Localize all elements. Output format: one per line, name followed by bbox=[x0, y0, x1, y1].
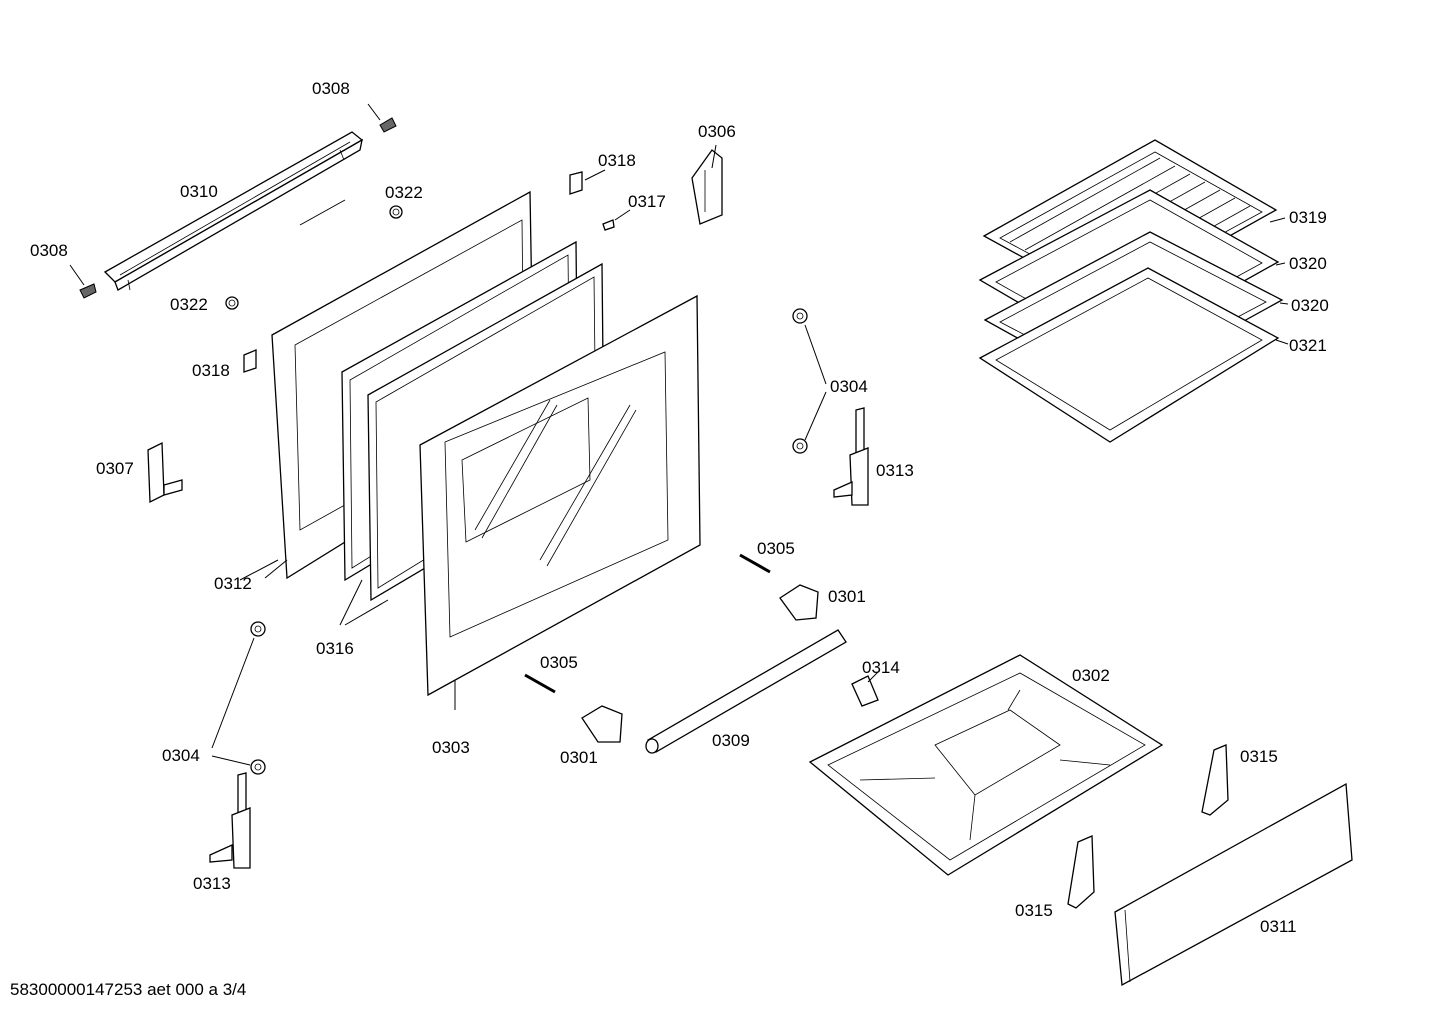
label-0305-lower: 0305 bbox=[540, 653, 578, 672]
label-0316: 0316 bbox=[316, 639, 354, 658]
pin-part-0317 bbox=[602, 209, 631, 231]
hinge-part-0313-left bbox=[209, 772, 251, 869]
label-0315-lower: 0315 bbox=[1015, 901, 1053, 920]
label-0320-a: 0320 bbox=[1289, 254, 1327, 273]
label-0304-left: 0304 bbox=[162, 746, 200, 765]
label-0309: 0309 bbox=[712, 731, 750, 750]
label-0303: 0303 bbox=[432, 738, 470, 757]
bracket-part-0307 bbox=[147, 441, 183, 504]
nut-part-0304-left-lower bbox=[250, 759, 266, 775]
nut-part-0304-lower bbox=[792, 438, 808, 454]
nut-part-0304-left-upper bbox=[250, 621, 266, 637]
baking-tray-part-0321 bbox=[978, 267, 1280, 443]
outer-door-part bbox=[419, 294, 701, 710]
end-cap-part-0301-upper bbox=[779, 584, 819, 621]
drawer-runner-part-0315-upper bbox=[1201, 744, 1229, 816]
label-0317: 0317 bbox=[628, 192, 666, 211]
label-0318-left: 0318 bbox=[192, 361, 230, 380]
hinge-part-0313-right bbox=[833, 407, 869, 506]
document-reference-footer: 58300000147253 aet 000 a 3/4 bbox=[10, 980, 247, 999]
screw-part-top bbox=[367, 103, 397, 133]
label-0301-lower: 0301 bbox=[560, 748, 598, 767]
label-0307: 0307 bbox=[96, 459, 134, 478]
label-0312: 0312 bbox=[214, 574, 252, 593]
label-0310: 0310 bbox=[180, 182, 218, 201]
label-0313-right: 0313 bbox=[876, 461, 914, 480]
label-0315-upper: 0315 bbox=[1240, 747, 1278, 766]
nut-part-0322-left bbox=[225, 296, 239, 310]
label-0305-upper: 0305 bbox=[757, 539, 795, 558]
handle-bar-part-0309 bbox=[645, 629, 847, 754]
clip-part-0318-top bbox=[569, 169, 606, 195]
storage-drawer-part-0302 bbox=[808, 654, 1164, 876]
label-0302: 0302 bbox=[1072, 666, 1110, 685]
screw-part-0305-lower bbox=[524, 673, 556, 694]
label-0320-b: 0320 bbox=[1291, 296, 1329, 315]
label-0314: 0314 bbox=[862, 658, 900, 677]
label-0318-top: 0318 bbox=[598, 151, 636, 170]
bracket-part-0314 bbox=[851, 671, 879, 707]
clip-part-0318-left bbox=[243, 349, 257, 373]
screw-part-left bbox=[69, 264, 97, 299]
nut-part-0322-top bbox=[389, 205, 403, 219]
label-0308-left: 0308 bbox=[30, 241, 68, 260]
label-0322-top: 0322 bbox=[385, 183, 423, 202]
label-0306: 0306 bbox=[698, 122, 736, 141]
label-0319: 0319 bbox=[1289, 208, 1327, 227]
drawer-runner-part-0315-lower bbox=[1067, 835, 1095, 909]
label-0308-top: 0308 bbox=[312, 79, 350, 98]
label-0304-right: 0304 bbox=[830, 377, 868, 396]
label-0321: 0321 bbox=[1289, 336, 1327, 355]
nut-part-0304-upper bbox=[792, 308, 808, 324]
label-0322-left: 0322 bbox=[170, 295, 208, 314]
label-0313-left: 0313 bbox=[193, 874, 231, 893]
hinge-cover-part-0306 bbox=[691, 144, 723, 225]
label-0311: 0311 bbox=[1260, 917, 1297, 936]
screw-part-0305-upper bbox=[739, 553, 771, 574]
drawer-front-panel-part-0311 bbox=[1114, 782, 1353, 987]
top-rail-part bbox=[103, 131, 364, 291]
label-0301-upper: 0301 bbox=[828, 587, 866, 606]
end-cap-part-0301-lower bbox=[581, 705, 623, 743]
